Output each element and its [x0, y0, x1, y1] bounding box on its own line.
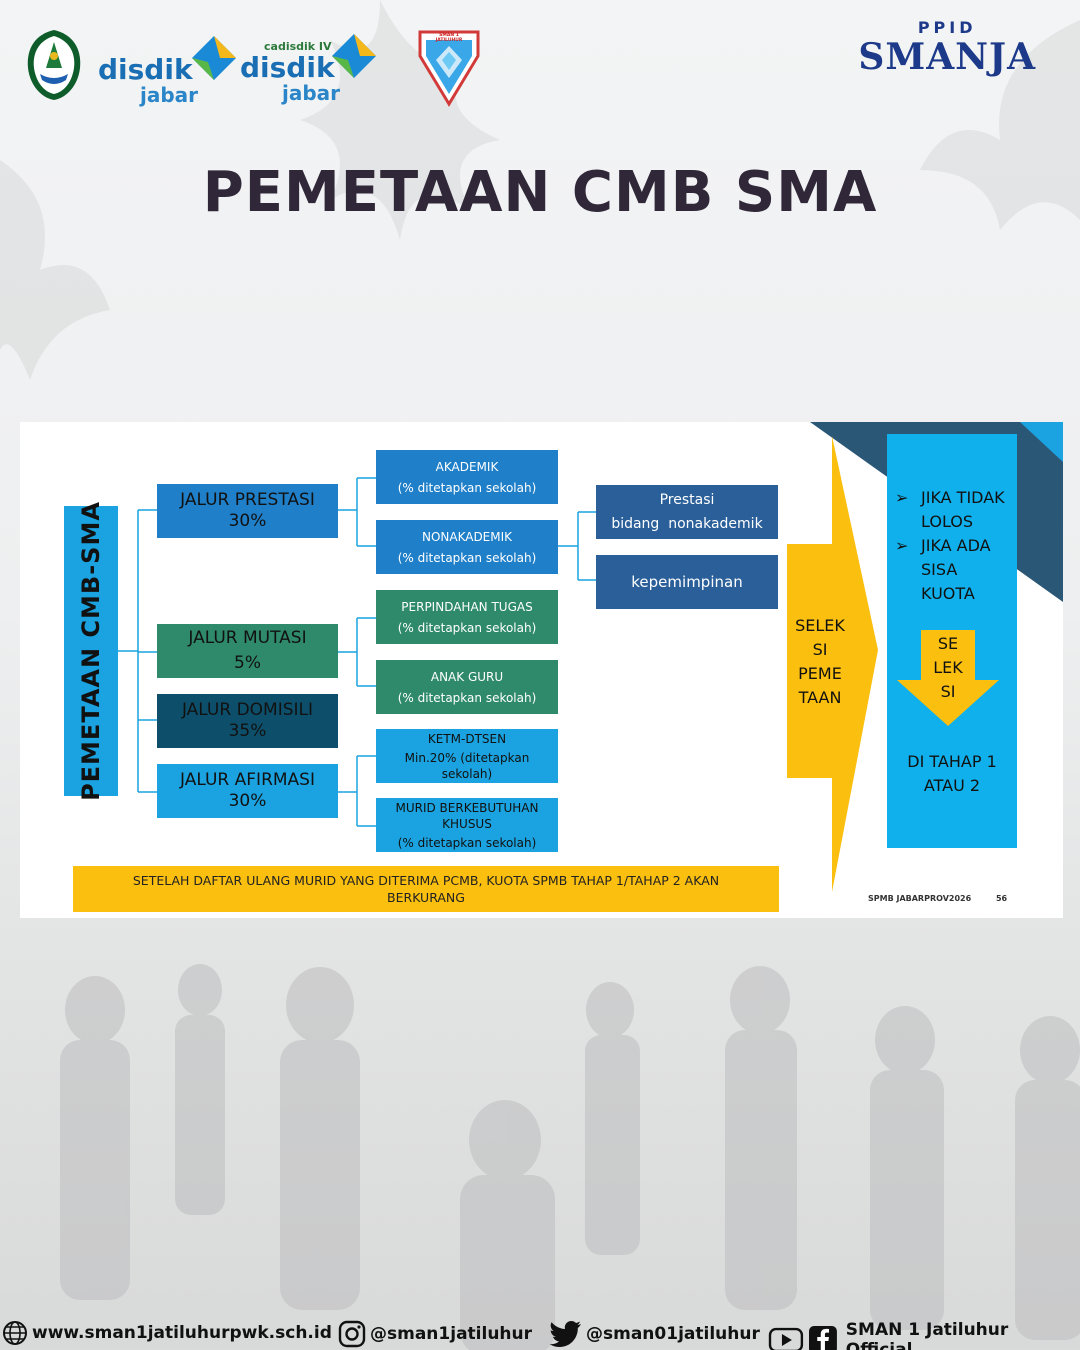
- smanja-label: SMANJA: [858, 36, 1036, 78]
- disdik-diamond-icon: [192, 36, 236, 80]
- cyan-corner: [1020, 422, 1063, 462]
- jalur-prestasi-box: JALUR PRESTASI 30%: [157, 484, 338, 538]
- sub-murid-berkebutuhan-khusus-box: MURID BERKEBUTUHAN KHUSUS (% ditetapkan …: [376, 798, 558, 852]
- vertical-title: PEMETAAN CMB-SMA: [77, 501, 105, 801]
- jalur-percent: 35%: [228, 721, 267, 741]
- bullet-line: SISA: [921, 560, 958, 579]
- sub-title: ANAK GURU: [430, 669, 504, 684]
- jalur-domisili-box: JALUR DOMISILI 35%: [157, 694, 338, 748]
- footer-note-bar: SETELAH DAFTAR ULANG MURID YANG DITERIMA…: [73, 866, 779, 912]
- cadisdik-logo-main: disdik: [240, 51, 335, 84]
- sub-title: MURID BERKEBUTUHAN KHUSUS: [395, 800, 539, 831]
- jalur-label: JALUR PRESTASI: [180, 490, 315, 510]
- result-line: ATAU 2: [923, 776, 981, 795]
- disdik-jabar-logo: disdik jabar: [98, 53, 199, 107]
- website-link[interactable]: www.sman1jatiluhurpwk.sch.id: [2, 1320, 332, 1346]
- bullet-line: JIKA TIDAK: [921, 488, 1005, 507]
- jalur-afirmasi-box: JALUR AFIRMASI 30%: [157, 764, 338, 818]
- jalur-percent: 30%: [228, 511, 267, 531]
- disdik-logo-sub: jabar: [140, 83, 199, 107]
- seleksi-pemetaan-label: SELEK SI PEME TAAN: [787, 614, 853, 710]
- sub-title: PERPINDAHAN TUGAS: [401, 599, 533, 614]
- seleksi-line: TAAN: [798, 688, 842, 707]
- cadisdik-logo-top: cadisdik IV: [264, 40, 332, 53]
- instagram-icon: [338, 1320, 366, 1348]
- jalur-percent: 30%: [228, 791, 267, 811]
- slide-reference: SPMB JABARPROV2026 56: [868, 894, 1007, 903]
- social-links-bar: www.sman1jatiluhurpwk.sch.id @sman1jatil…: [0, 1318, 1080, 1350]
- prestasi-nonakademik-box: Prestasi bidang nonakademik: [596, 485, 778, 539]
- sub-anak-guru-box: ANAK GURU (% ditetapkan sekolah): [376, 660, 558, 714]
- disdik-logo-main: disdik: [98, 53, 193, 86]
- jalur-percent: 5%: [234, 653, 261, 673]
- school-shield-icon: [418, 30, 480, 107]
- sub-note: (% ditetapkan sekolah): [397, 620, 537, 635]
- sub-title: KETM-DTSEN: [427, 731, 507, 746]
- sub-note: (% ditetapkan sekolah): [397, 835, 537, 850]
- school-badge-text: SMAN 1 JATILUHUR: [435, 33, 463, 43]
- sub-perpindahan-tugas-box: PERPINDAHAN TUGAS (% ditetapkan sekolah): [376, 590, 558, 644]
- seleksi-small-line: SE: [937, 634, 959, 653]
- seleksi-small-label: SE LEK SI: [895, 632, 1001, 704]
- sub-note: (% ditetapkan sekolah): [397, 550, 537, 565]
- seleksi-line: SI: [812, 640, 828, 659]
- twitter-bird-icon: [550, 1321, 581, 1347]
- instagram-text: @sman1jatiluhur: [370, 1324, 533, 1344]
- slide-number: 56: [995, 894, 1008, 903]
- seleksi-arrow-shape: [787, 436, 878, 892]
- sub-note: Min.20% (ditetapkan sekolah): [404, 750, 530, 781]
- sub-note: (% ditetapkan sekolah): [397, 480, 537, 495]
- website-text: www.sman1jatiluhurpwk.sch.id: [32, 1323, 332, 1343]
- down-arrow-icon: [897, 630, 999, 726]
- jalur-mutasi-box: JALUR MUTASI 5%: [157, 624, 338, 678]
- sub-ketm-dtsen-box: KETM-DTSEN Min.20% (ditetapkan sekolah): [376, 729, 558, 783]
- header: disdik jabar cadisdik IV disdik jabar SM…: [0, 0, 1080, 130]
- vertical-title-box: PEMETAAN CMB-SMA: [64, 501, 118, 801]
- right-panel: ➢ JIKA TIDAK LOLOS ➢ JIKA ADA SISA KUOTA S…: [887, 434, 1017, 848]
- globe-icon: [3, 1321, 27, 1345]
- seleksi-line: PEME: [798, 664, 842, 683]
- twitter-text: @sman01jatiluhur: [586, 1324, 760, 1344]
- bullet-arrow-icon: ➢: [895, 488, 909, 507]
- child-line1: Prestasi: [659, 492, 715, 508]
- sub-title: AKADEMIK: [435, 459, 499, 474]
- cadisdik-logo: cadisdik IV disdik jabar: [240, 40, 340, 103]
- slide-ref-text: SPMB JABARPROV2026: [868, 894, 972, 903]
- jalur-label: JALUR MUTASI: [188, 628, 307, 648]
- seleksi-small-line: LEK: [933, 658, 963, 677]
- sub-nonakademik-box: NONAKADEMIK (% ditetapkan sekolah): [376, 520, 558, 574]
- facebook-icon: [808, 1326, 837, 1350]
- cadisdik-logo-sub: jabar: [282, 81, 341, 105]
- result-line: DI TAHAP 1: [907, 752, 997, 771]
- bullet-line: JIKA ADA: [921, 536, 991, 555]
- cadisdik-diamond-icon: [332, 34, 376, 78]
- diagram-slide: PEMETAAN CMB-SMA JALUR PRESTASI 30% JALU…: [20, 422, 1063, 918]
- youtube-facebook-link[interactable]: SMAN 1 Jatiluhur Official: [768, 1320, 1080, 1350]
- tahap-result-label: DI TAHAP 1 ATAU 2: [887, 750, 1017, 798]
- seleksi-line: SELEK: [795, 616, 845, 635]
- ppid-label: PPID: [917, 18, 977, 37]
- kepemimpinan-box: kepemimpinan: [596, 555, 778, 609]
- bullet-line: LOLOS: [921, 512, 974, 531]
- sub-note: (% ditetapkan sekolah): [397, 690, 537, 705]
- tree-connectors: [118, 477, 596, 827]
- jawa-barat-emblem-icon: [27, 30, 81, 100]
- bullet-arrow-icon: ➢: [895, 536, 909, 555]
- page-title: PEMETAAN CMB SMA: [202, 160, 878, 225]
- child-line2: bidang nonakademik: [611, 516, 763, 532]
- youtube-icon: [768, 1327, 804, 1350]
- sub-title: NONAKADEMIK: [421, 529, 513, 544]
- instagram-link[interactable]: @sman1jatiluhur: [338, 1320, 532, 1348]
- bullet-line: KUOTA: [921, 584, 975, 603]
- child-line1: kepemimpinan: [631, 573, 743, 591]
- jalur-label: JALUR DOMISILI: [181, 700, 314, 720]
- ppid-smanja-logo: PPID SMANJA: [858, 18, 1036, 77]
- twitter-link[interactable]: @sman01jatiluhur: [550, 1320, 760, 1348]
- jalur-label: JALUR AFIRMASI: [180, 770, 315, 790]
- sub-akademik-box: AKADEMIK (% ditetapkan sekolah): [376, 450, 558, 504]
- youtube-facebook-text: SMAN 1 Jatiluhur Official: [845, 1320, 1009, 1350]
- seleksi-small-line: SI: [940, 682, 956, 701]
- right-panel-bullets: ➢ JIKA TIDAK LOLOS ➢ JIKA ADA SISA KUOTA: [895, 486, 1005, 606]
